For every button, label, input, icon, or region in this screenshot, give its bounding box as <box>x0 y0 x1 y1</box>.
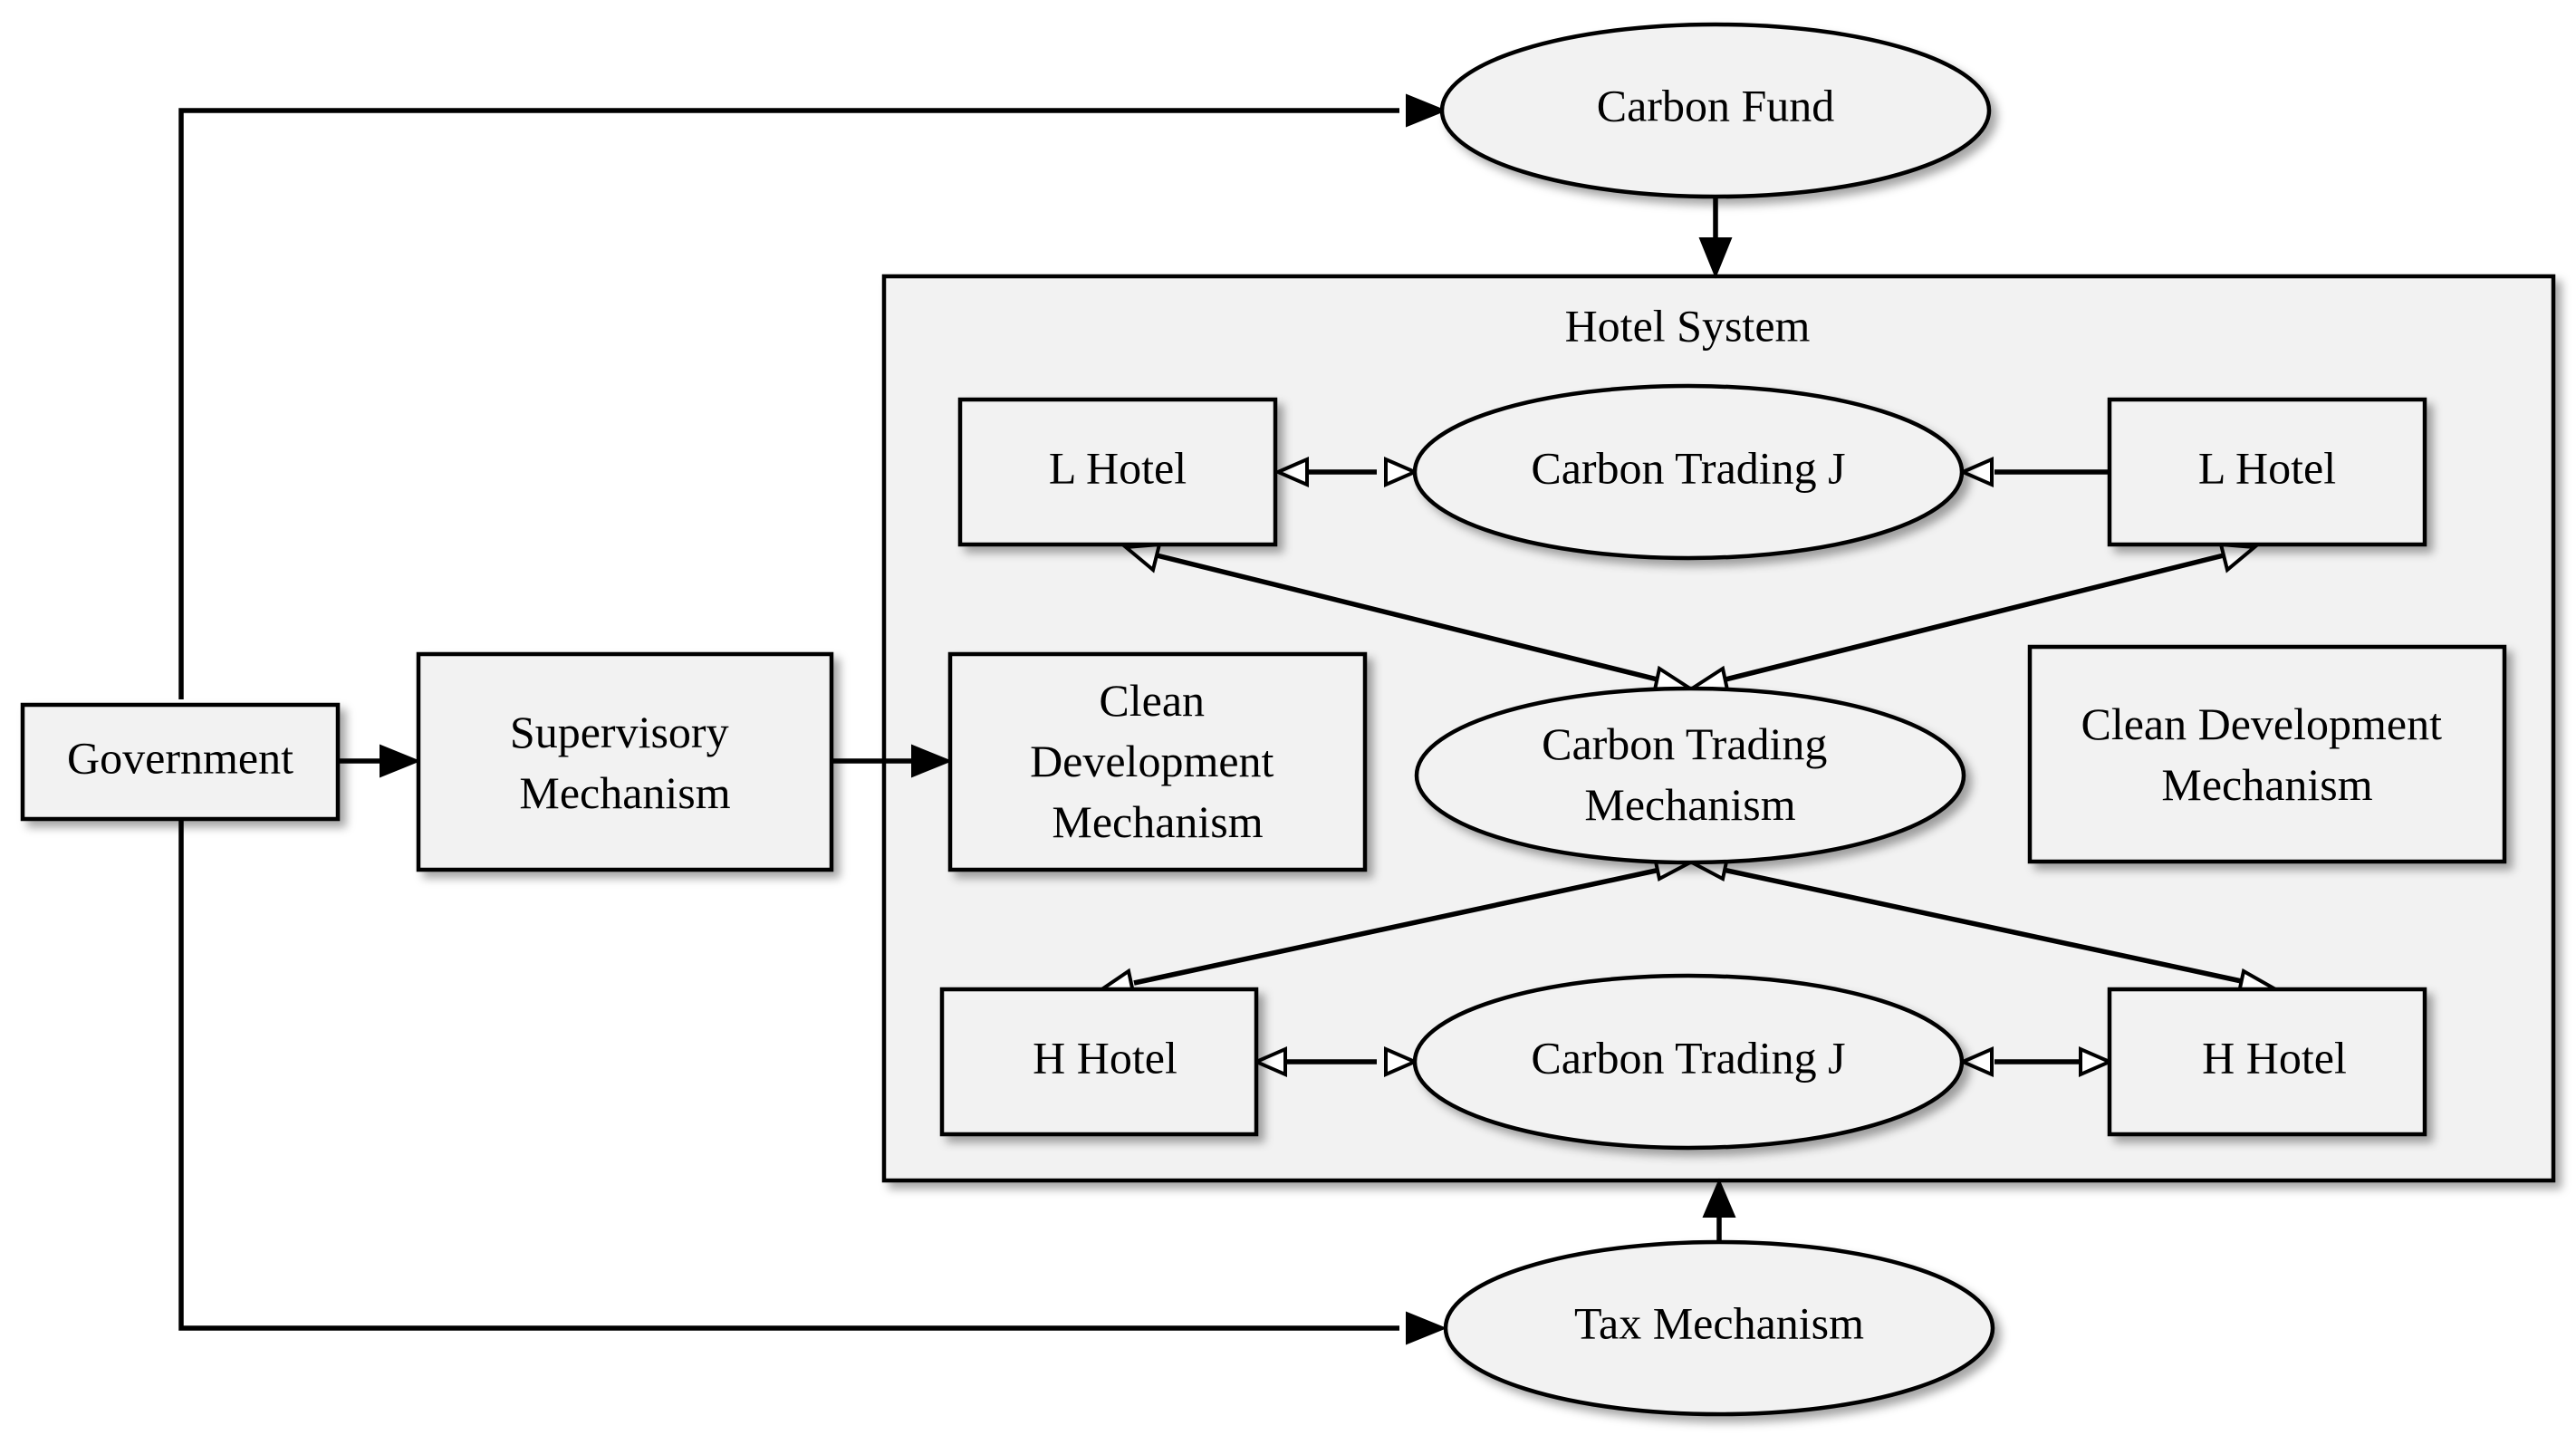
edge-center-hhotel-right <box>1714 865 2251 986</box>
l-hotel-right-label: L Hotel <box>2198 442 2336 493</box>
arrowhead-hotel-system-top <box>1698 237 1733 279</box>
carbon-trading-center-line-2: Mechanism <box>1584 779 1795 830</box>
h-hotel-left-label: H Hotel <box>1033 1032 1177 1083</box>
supervisory-label-line-2: Mechanism <box>519 767 730 818</box>
supervisory-label: Supervisory Mechanism <box>510 707 740 818</box>
arrowhead-tax <box>1406 1311 1447 1345</box>
cdm-left-line-3: Mechanism <box>1052 796 1263 847</box>
edge-lines <box>178 108 2251 1331</box>
arrowhead-ctj-top-left <box>1384 456 1419 488</box>
cdm-right-line-2: Mechanism <box>2161 759 2372 810</box>
edge-center-lhotel-right <box>1714 552 2228 685</box>
arrowhead-hhotel-left <box>1252 1045 1287 1078</box>
node-carbon-trading-bottom: Carbon Trading J <box>1412 973 1965 1151</box>
carbon-fund-label: Carbon Fund <box>1597 80 1835 130</box>
cdm-left-line-2: Development <box>1030 736 1274 786</box>
node-carbon-fund: Carbon Fund <box>1439 22 1992 199</box>
arrowhead-cdm-left <box>911 744 953 778</box>
arrowhead-lhotel-left <box>1274 456 1309 488</box>
edge-government-tax <box>178 821 1399 1331</box>
cdm-right-label: Clean Development Mechanism <box>2081 698 2454 810</box>
node-tax-mechanism: Tax Mechanism <box>1443 1239 1995 1417</box>
tax-mechanism-label: Tax Mechanism <box>1574 1297 1864 1348</box>
arrowhead-ctj-bottom-right <box>1958 1045 1994 1078</box>
node-carbon-trading-top: Carbon Trading J <box>1412 383 1965 561</box>
carbon-trading-center-line-1: Carbon Trading <box>1542 718 1827 769</box>
node-cdm-right: Clean Development Mechanism <box>2027 644 2507 864</box>
arrowhead-hhotel-right <box>2079 1045 2114 1078</box>
carbon-trading-top-label: Carbon Trading J <box>1531 442 1845 493</box>
hotel-system-title: Hotel System <box>1565 300 1811 351</box>
government-label: Government <box>67 732 293 783</box>
arrowhead-ctj-top-right <box>1958 456 1994 488</box>
cdm-right-line-1: Clean Development <box>2081 698 2443 749</box>
arrowhead-hotel-system-bottom <box>1702 1178 1736 1218</box>
cdm-left-label: Clean Development Mechanism <box>1030 675 1285 847</box>
edge-government-carbon-fund <box>178 108 1399 699</box>
h-hotel-right-label: H Hotel <box>2202 1032 2347 1083</box>
l-hotel-left-label: L Hotel <box>1049 442 1187 493</box>
arrowhead-ctj-bottom-left <box>1384 1045 1419 1078</box>
arrowhead-carbon-fund <box>1406 93 1447 128</box>
supervisory-label-line-1: Supervisory <box>510 707 729 757</box>
node-h-hotel-left: H Hotel <box>939 987 1259 1137</box>
node-l-hotel-right: L Hotel <box>2107 397 2427 547</box>
edge-center-hhotel-left <box>1133 865 1669 986</box>
node-government: Government <box>20 702 341 822</box>
carbon-trading-center-label: Carbon Trading Mechanism <box>1542 718 1839 830</box>
node-l-hotel-left: L Hotel <box>957 397 1278 547</box>
node-h-hotel-right: H Hotel <box>2107 987 2427 1137</box>
node-carbon-trading-center: Carbon Trading Mechanism <box>1414 686 1966 865</box>
node-supervisory-mechanism: Supervisory Mechanism <box>416 651 834 872</box>
edge-center-lhotel-left <box>1152 552 1669 685</box>
carbon-trading-bottom-label: Carbon Trading J <box>1531 1032 1845 1083</box>
arrow-heads <box>380 93 2283 1345</box>
node-cdm-left: Clean Development Mechanism <box>947 651 1368 872</box>
cdm-left-line-1: Clean <box>1099 675 1205 726</box>
arrowhead-supervisory <box>380 744 421 778</box>
